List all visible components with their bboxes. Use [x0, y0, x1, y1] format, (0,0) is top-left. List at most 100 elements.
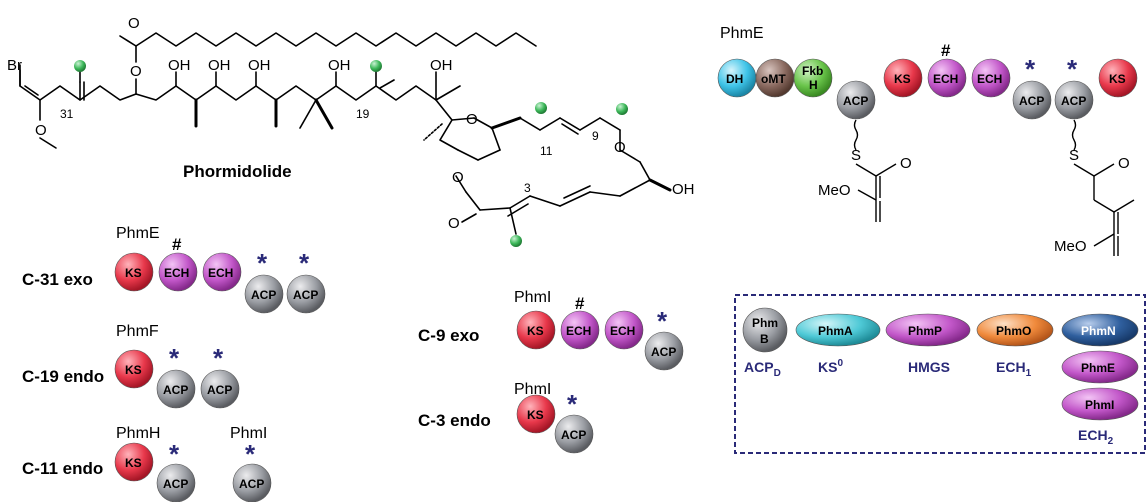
svg-text:*: * [213, 343, 224, 373]
svg-text:ACP: ACP [1061, 94, 1086, 108]
svg-text:*: * [169, 343, 180, 373]
svg-text:C-19 endo: C-19 endo [22, 367, 104, 386]
domain-ech [927, 58, 967, 98]
svg-text:PhmI: PhmI [1085, 398, 1114, 412]
svg-text:*: * [169, 439, 180, 469]
legend-phmN [1061, 313, 1139, 347]
svg-text:ACPD: ACPD [744, 359, 781, 379]
svg-text:O: O [466, 111, 478, 128]
svg-text:O: O [452, 169, 464, 186]
legend-phmO [976, 313, 1054, 347]
svg-text:19: 19 [356, 107, 370, 121]
branch-c11-endo: PhmH PhmI C-11 endo KS ACP ACP * * [22, 425, 272, 502]
svg-text:O: O [35, 122, 47, 139]
svg-text:PhmN: PhmN [1081, 324, 1116, 338]
svg-text:ECH: ECH [610, 324, 635, 338]
svg-text:KS: KS [894, 72, 911, 86]
svg-text:Br: Br [7, 57, 22, 74]
svg-text:MeO: MeO [1054, 238, 1087, 255]
svg-text:OH: OH [328, 57, 351, 74]
svg-text:DH: DH [726, 72, 743, 86]
svg-text:Fkb: Fkb [802, 64, 823, 78]
svg-text:KS: KS [125, 456, 142, 470]
svg-text:*: * [1067, 54, 1078, 84]
svg-text:ACP: ACP [251, 288, 276, 302]
svg-text:ECH: ECH [977, 72, 1002, 86]
domain-acp [1054, 80, 1094, 120]
phmE-substrates [853, 119, 1135, 256]
svg-text:ACP: ACP [561, 428, 586, 442]
svg-text:*: * [257, 248, 268, 278]
atom-labels: O O Br O OH OH OH OH OH O O O O OH 31 19… [7, 15, 695, 232]
svg-text:O: O [614, 139, 626, 156]
branch-c31-exo: PhmE C-31 exo KS ECH ECH ACP ACP # * * [22, 225, 326, 314]
legend-phmE [1061, 350, 1139, 384]
branch-c3-endo: PhmI C-3 endo KS ACP * [418, 381, 594, 454]
svg-text:PhmF: PhmF [116, 323, 159, 340]
svg-text:S: S [1069, 147, 1079, 164]
svg-text:ACP: ACP [163, 383, 188, 397]
svg-text:ACP: ACP [1019, 94, 1044, 108]
svg-text:ECH: ECH [164, 266, 189, 280]
branch-c9-exo: PhmI C-9 exo KS ECH ECH ACP # * [418, 289, 684, 371]
svg-text:KS: KS [527, 408, 544, 422]
svg-text:ACP: ACP [239, 477, 264, 491]
svg-text:PhmO: PhmO [996, 324, 1031, 338]
phmE-module [717, 58, 1138, 120]
domain-acp [836, 80, 876, 120]
svg-text:PhmI: PhmI [230, 425, 267, 442]
svg-text:PhmI: PhmI [514, 381, 551, 398]
svg-text:C-31 exo: C-31 exo [22, 270, 93, 289]
polyketide-backbone [19, 64, 461, 101]
svg-text:PhmE: PhmE [116, 225, 160, 242]
svg-text:ECH: ECH [933, 72, 958, 86]
svg-text:ACP: ACP [293, 288, 318, 302]
phormidolide-structure [19, 32, 672, 235]
svg-text:HMGS: HMGS [908, 359, 950, 375]
domain-fkbh [793, 58, 833, 98]
svg-text:ACP: ACP [163, 477, 188, 491]
svg-text:*: * [299, 248, 310, 278]
svg-text:ACP: ACP [843, 94, 868, 108]
svg-text:*: * [567, 389, 578, 419]
svg-text:PhmP: PhmP [908, 324, 942, 338]
svg-text:B: B [760, 332, 769, 346]
svg-text:11: 11 [540, 144, 553, 158]
domain-acp [1012, 80, 1052, 120]
svg-text:KS: KS [125, 266, 142, 280]
legend-phmP [885, 313, 971, 347]
svg-text:31: 31 [60, 107, 74, 121]
legend-box: Phm B PhmA PhmP PhmO PhmN PhmE PhmI ACPD… [734, 294, 1146, 454]
svg-text:PhmH: PhmH [116, 425, 160, 442]
svg-text:ECH2: ECH2 [1078, 427, 1114, 447]
svg-text:O: O [130, 63, 142, 80]
svg-text:KS: KS [125, 363, 142, 377]
svg-text:MeO: MeO [818, 182, 851, 199]
legend-phmA [795, 313, 881, 347]
svg-text:ACP: ACP [651, 345, 676, 359]
svg-text:Phm: Phm [752, 316, 778, 330]
fatty-acid-chain [135, 32, 537, 47]
svg-text:*: * [657, 306, 668, 336]
svg-text:PhmI: PhmI [514, 289, 551, 306]
svg-text:OH: OH [208, 57, 231, 74]
legend-phmI [1061, 387, 1139, 421]
svg-text:ECH: ECH [566, 324, 591, 338]
svg-text:#: # [941, 41, 951, 60]
svg-text:*: * [245, 439, 256, 469]
svg-text:#: # [575, 294, 585, 313]
svg-text:O: O [448, 215, 460, 232]
svg-text:O: O [1118, 155, 1130, 172]
svg-text:C-11 endo: C-11 endo [22, 459, 103, 478]
svg-text:S: S [851, 147, 861, 164]
svg-text:OH: OH [430, 57, 453, 74]
svg-text:9: 9 [592, 129, 599, 143]
svg-text:C-9 exo: C-9 exo [418, 326, 479, 345]
legend-phmB [742, 307, 788, 353]
svg-text:O: O [900, 155, 912, 172]
svg-text:PhmA: PhmA [818, 324, 853, 338]
domain-ks [1098, 58, 1138, 98]
svg-text:ECH1: ECH1 [996, 359, 1032, 379]
svg-text:ACP: ACP [207, 383, 232, 397]
